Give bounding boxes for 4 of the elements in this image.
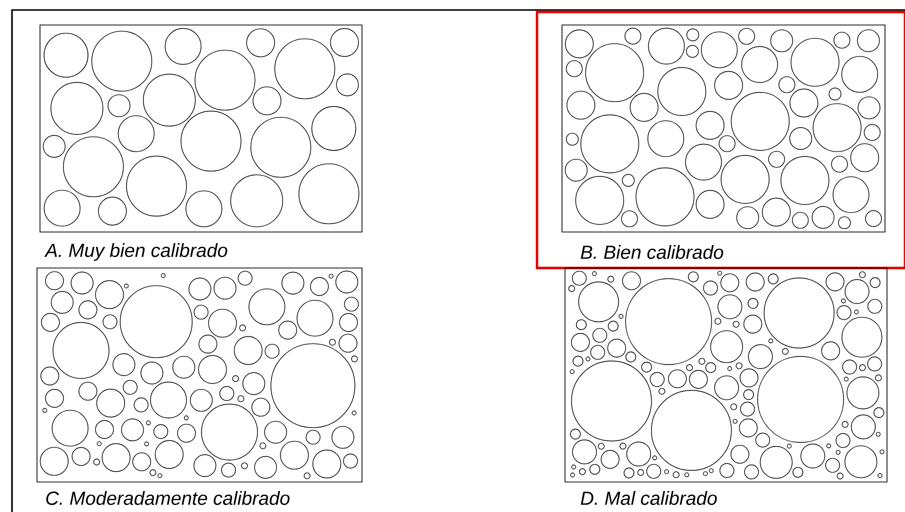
panel-caption: B. Bien calibrado xyxy=(580,245,724,259)
panel-caption: A. Muy bien calibrado xyxy=(44,243,228,261)
panel-caption: D. Mal calibrado xyxy=(580,491,717,505)
panel-caption: C. Moderadamente calibrado xyxy=(46,491,290,505)
